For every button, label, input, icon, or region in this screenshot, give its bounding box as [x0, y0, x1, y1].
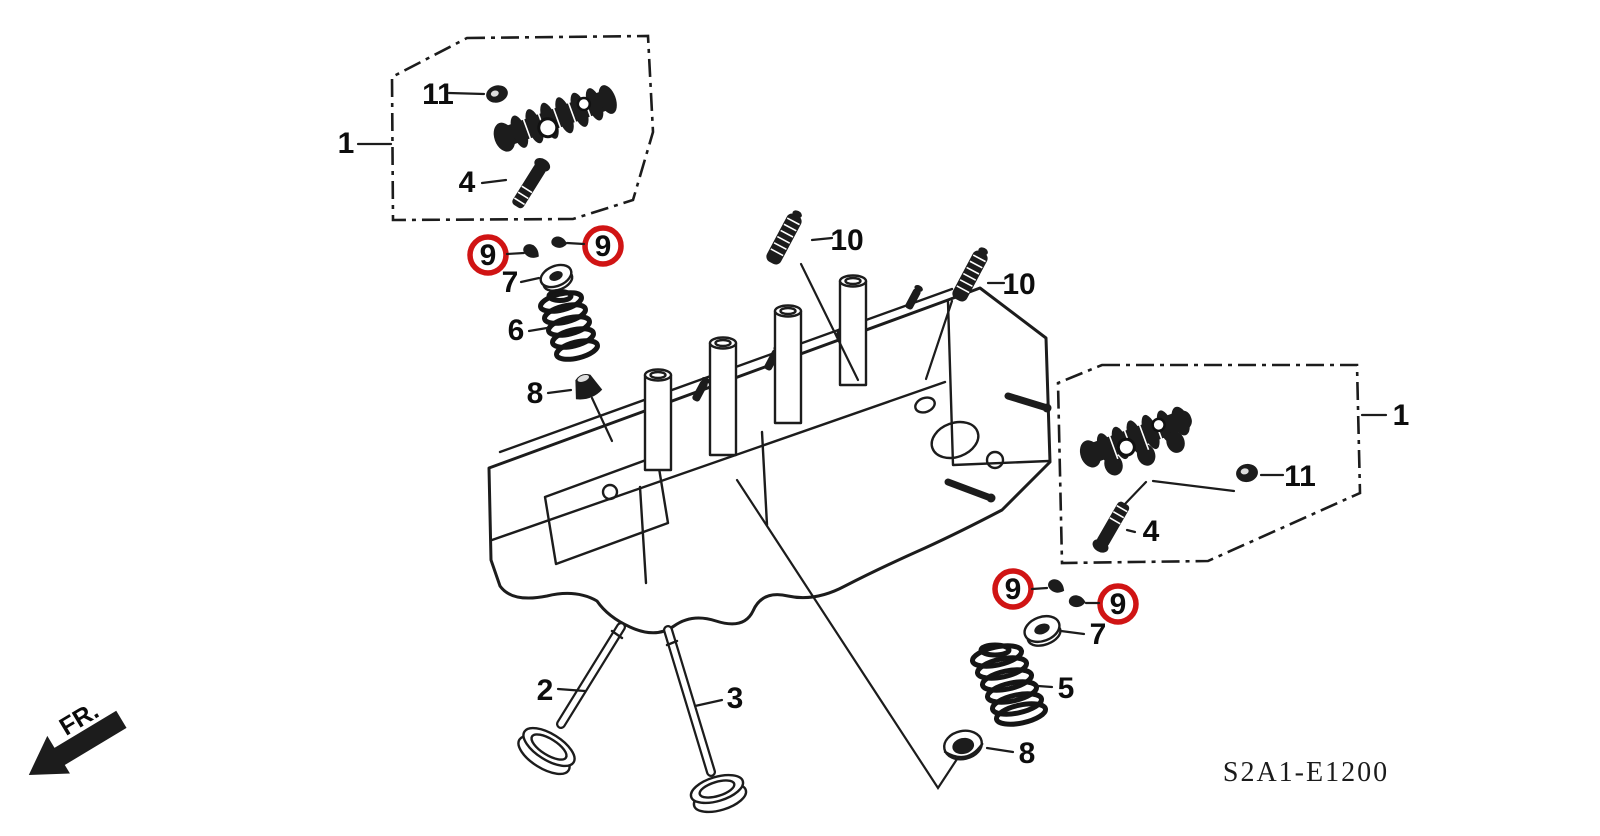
inset-box-right-boundary [1056, 363, 1362, 565]
callout-line-10a [810, 236, 834, 242]
pivot-bolt-right [1092, 501, 1130, 553]
valve-keeper-a-left [523, 244, 539, 258]
end-face-edge [946, 300, 1051, 467]
end-port-large [930, 420, 980, 460]
rocker-arm-assembly-right [1079, 406, 1192, 476]
callout-4-left[interactable]: 4 [459, 166, 476, 199]
callout-7-right[interactable]: 7 [1090, 618, 1107, 651]
highlight-circle-9b-right[interactable] [1097, 583, 1139, 625]
callout-1-left[interactable]: 1 [338, 127, 355, 160]
callout-line-9b-left [565, 241, 586, 246]
callout-10-rear[interactable]: 10 [1002, 268, 1035, 301]
callout-line-4-left [480, 178, 508, 185]
valve-guide-tube-1 [643, 368, 673, 472]
cap-nut-right [1236, 463, 1258, 483]
callout-line-7-right [1059, 629, 1086, 636]
callout-line-11-left [447, 91, 486, 96]
valve-keeper-b-right [1068, 595, 1086, 608]
deck-stud-1 [692, 377, 710, 402]
inset-box-right: 1 11 [1056, 363, 1410, 565]
valve-seal-left [575, 374, 603, 400]
valve-stack-left: 9 9 7 6 8 [467, 225, 624, 443]
head-side-stud-1 [1004, 392, 1052, 413]
end-port-small [985, 450, 1005, 470]
leader-seal-left [590, 396, 614, 443]
callout-11-right[interactable]: 11 [1284, 460, 1316, 493]
head-side-stud-2 [944, 478, 996, 503]
callout-3[interactable]: 3 [727, 682, 744, 715]
valve-left-drawing [517, 622, 626, 776]
valve-seal-right [942, 729, 984, 761]
highlight-circle-9b-left[interactable] [582, 225, 624, 267]
callout-10-front[interactable]: 10 [830, 224, 863, 257]
spring-retainer-right [1023, 614, 1062, 647]
callout-line-5-right [1036, 684, 1054, 689]
valve-guide-tube-2 [708, 336, 738, 457]
callout-9b-left[interactable]: 9 [595, 230, 612, 263]
inset-box-left-boundary [390, 34, 655, 222]
callout-line-9a-left [505, 251, 526, 256]
inset-box-left: 1 11 4 [338, 34, 655, 222]
fr-direction-arrow: FR. [28, 697, 127, 775]
cylinder-head-drawing [487, 274, 1052, 635]
callout-8-right[interactable]: 8 [1019, 737, 1036, 770]
leader-cap-right [1151, 479, 1236, 493]
callout-9a-right[interactable]: 9 [1005, 573, 1022, 606]
callout-line-8-left [546, 388, 573, 395]
callout-5-right[interactable]: 5 [1058, 672, 1075, 705]
diagram-code: S2A1-E1200 [1223, 757, 1389, 788]
front-rib-1 [638, 485, 648, 585]
callout-4-right[interactable]: 4 [1143, 515, 1160, 548]
highlight-circle-9a-left[interactable] [467, 234, 509, 276]
callout-line-2 [556, 687, 587, 693]
valve-spring-left [538, 289, 600, 362]
leader-stud-front [799, 262, 860, 382]
front-rib-2 [760, 430, 769, 527]
valve-spring-right [969, 642, 1049, 727]
callout-line-6-left [527, 326, 549, 333]
callout-11-left[interactable]: 11 [422, 78, 454, 111]
end-port-oval [914, 396, 936, 414]
callout-9a-left[interactable]: 9 [480, 239, 497, 272]
callout-6-left[interactable]: 6 [508, 314, 525, 347]
callout-8-left[interactable]: 8 [527, 377, 544, 410]
spring-retainer-left [539, 263, 574, 292]
front-panel-bolt-hole [601, 483, 619, 501]
valve-stack-right: 9 9 7 5 [942, 568, 1139, 770]
callout-9b-right[interactable]: 9 [1110, 588, 1127, 621]
front-panel-recess [543, 454, 670, 566]
valve-keeper-a-right [1048, 579, 1065, 593]
valve-guide-tube-3 [773, 304, 803, 425]
head-stud-front [766, 210, 802, 265]
front-step-line [490, 380, 947, 542]
callout-7-left[interactable]: 7 [502, 266, 519, 299]
deck-stud-4 [905, 285, 923, 310]
cylinder-head-outline [487, 286, 1052, 635]
pivot-bolt-left [512, 158, 551, 209]
callout-2[interactable]: 2 [537, 674, 554, 707]
rocker-arm-assembly-left [493, 85, 617, 152]
callout-line-8-right [985, 746, 1015, 754]
head-stud-rear [952, 247, 988, 302]
callout-line-9a-right [1030, 586, 1049, 591]
callout-1-right[interactable]: 1 [1393, 399, 1410, 432]
callout-line-4-right [1125, 528, 1137, 534]
leader-seal-install [735, 478, 963, 791]
leader-bolt-right [1122, 480, 1148, 507]
leader-stud-rear [924, 299, 954, 381]
callout-line-7-left [519, 276, 541, 284]
cap-nut-left [486, 85, 508, 103]
valve-right-drawing [663, 625, 748, 814]
valve-keeper-b-left [551, 236, 568, 248]
callout-line-3 [693, 698, 724, 708]
